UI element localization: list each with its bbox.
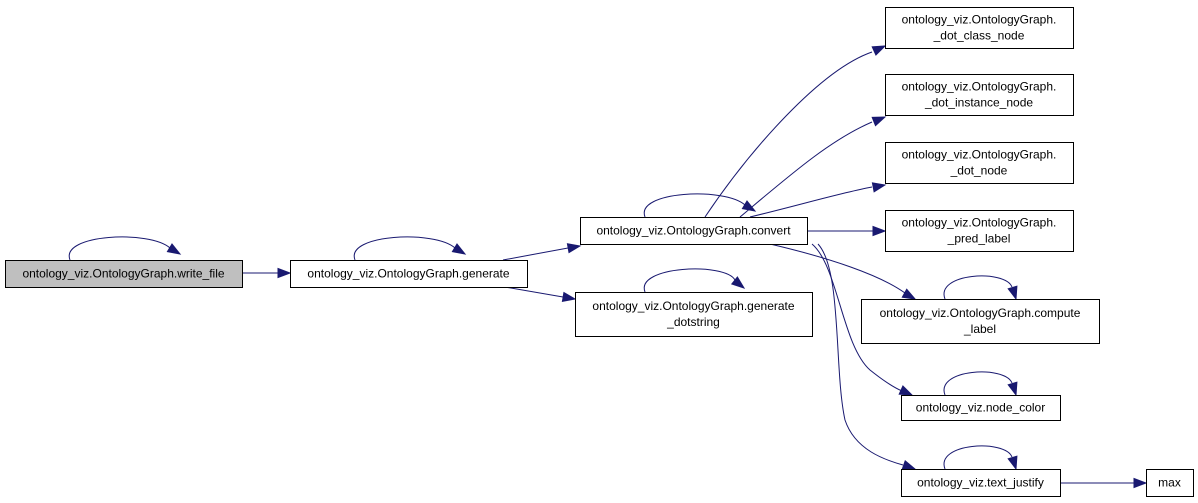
node-generate-dotstring[interactable]: ontology_viz.OntologyGraph.generate _dots… (575, 292, 813, 337)
node-box (575, 292, 813, 337)
self-loop-edge-convert (643, 193, 757, 218)
edge-line (353, 236, 456, 261)
edge-line (943, 275, 1013, 300)
node-label-line: ontology_viz.OntologyGraph.generate (307, 267, 509, 281)
arrowhead (898, 385, 914, 396)
node-box (1146, 469, 1194, 497)
self-loop-edge-compute_label (943, 275, 1018, 301)
node-box (901, 395, 1061, 421)
arrowhead (901, 288, 917, 300)
arrowhead (1133, 477, 1148, 489)
arrowhead (901, 459, 917, 470)
node-label-line: _dot_instance_node (924, 96, 1033, 110)
node-label-line: ontology_viz.node_color (916, 401, 1045, 415)
node-label-line: ontology_viz.OntologyGraph. (902, 13, 1057, 27)
edge-convert-to-compute_label (769, 243, 917, 300)
node-box (861, 299, 1100, 344)
arrowhead (730, 276, 746, 289)
edge-line (643, 268, 736, 293)
node-generate[interactable]: ontology_viz.OntologyGraph.generate (290, 260, 528, 288)
edge-line (739, 121, 873, 218)
node-label-line: ontology_viz.OntologyGraph. (902, 148, 1057, 162)
arrowhead (871, 182, 887, 193)
node-pred-label[interactable]: ontology_viz.OntologyGraph. _pred_label (885, 210, 1074, 252)
node-box (901, 469, 1061, 497)
node-max[interactable]: max (1146, 469, 1194, 497)
node-label-line: _dot_node (950, 164, 1008, 178)
node-label-line: ontology_viz.OntologyGraph. (902, 80, 1057, 94)
edge-convert-to-pred_label (807, 225, 887, 237)
edge-line (704, 51, 873, 218)
arrowhead (451, 243, 467, 255)
edges-layer (68, 45, 1148, 489)
arrowhead (166, 243, 182, 255)
node-box (5, 260, 243, 288)
node-node-color[interactable]: ontology_viz.node_color (901, 395, 1061, 421)
node-box (885, 210, 1074, 252)
edge-line (943, 445, 1013, 470)
self-loop-edge-generate_dotstring (643, 268, 746, 293)
node-box (885, 7, 1074, 49)
node-dot-class-node[interactable]: ontology_viz.OntologyGraph. _dot_class_no… (885, 7, 1074, 49)
edge-convert-to-dot_class_node (704, 45, 887, 218)
node-label-line: ontology_viz.OntologyGraph.compute (880, 306, 1081, 320)
edge-generate-to-convert (502, 243, 582, 261)
self-loop-edge-write_file (68, 236, 182, 261)
node-box (580, 217, 808, 245)
arrowhead (1007, 381, 1018, 397)
node-label-line: _dot_class_node (933, 29, 1025, 43)
arrowhead (871, 45, 887, 56)
node-text-justify[interactable]: ontology_viz.text_justify (901, 469, 1061, 497)
node-convert[interactable]: ontology_viz.OntologyGraph.convert (580, 217, 808, 245)
node-dot-node[interactable]: ontology_viz.OntologyGraph. _dot_node (885, 142, 1074, 184)
node-box (885, 142, 1074, 184)
self-loop-edge-node_color (943, 371, 1018, 397)
node-label-line: _dotstring (666, 315, 720, 329)
arrowhead (277, 267, 292, 279)
edge-line (943, 371, 1013, 396)
node-write-file[interactable]: ontology_viz.OntologyGraph.write_file (5, 260, 243, 288)
node-label-line: _pred_label (947, 232, 1011, 246)
node-box (290, 260, 528, 288)
node-compute-label[interactable]: ontology_viz.OntologyGraph.compute _label (861, 299, 1100, 344)
node-label-line: max (1158, 476, 1181, 490)
edge-line (811, 243, 903, 392)
edge-line (68, 236, 171, 261)
edge-line (504, 286, 564, 298)
arrowhead (1007, 455, 1018, 471)
arrowhead (566, 243, 582, 254)
self-loop-edge-text_justify (943, 445, 1018, 471)
node-box (885, 74, 1074, 116)
self-loop-edge-generate (353, 236, 467, 261)
node-label-line: ontology_viz.OntologyGraph. (902, 216, 1057, 230)
node-label-line: ontology_viz.text_justify (917, 476, 1044, 490)
edge-text_justify-to-max (1060, 477, 1148, 489)
edge-convert-to-node_color (811, 243, 914, 396)
edge-convert-to-dot_instance_node (739, 116, 887, 218)
edge-convert-to-dot_node (749, 182, 887, 218)
arrowhead (871, 116, 887, 127)
node-label-line: ontology_viz.OntologyGraph.generate (592, 299, 794, 313)
node-dot-instance-node[interactable]: ontology_viz.OntologyGraph. _dot_instance… (885, 74, 1074, 116)
arrowhead (872, 225, 887, 237)
edge-line (643, 193, 746, 218)
edge-line (749, 186, 873, 218)
edge-convert-to-text_justify (817, 243, 917, 470)
edge-line (817, 243, 904, 466)
arrowhead (561, 291, 577, 303)
node-label-line: ontology_viz.OntologyGraph.write_file (22, 267, 224, 281)
edge-generate-to-generate_dotstring (504, 286, 577, 303)
node-label-line: ontology_viz.OntologyGraph.convert (596, 224, 791, 238)
edge-write_file-to-generate (242, 267, 292, 279)
node-label-line: _label (963, 322, 996, 336)
edge-line (769, 243, 906, 294)
edge-line (502, 247, 569, 261)
arrowhead (1007, 285, 1018, 301)
